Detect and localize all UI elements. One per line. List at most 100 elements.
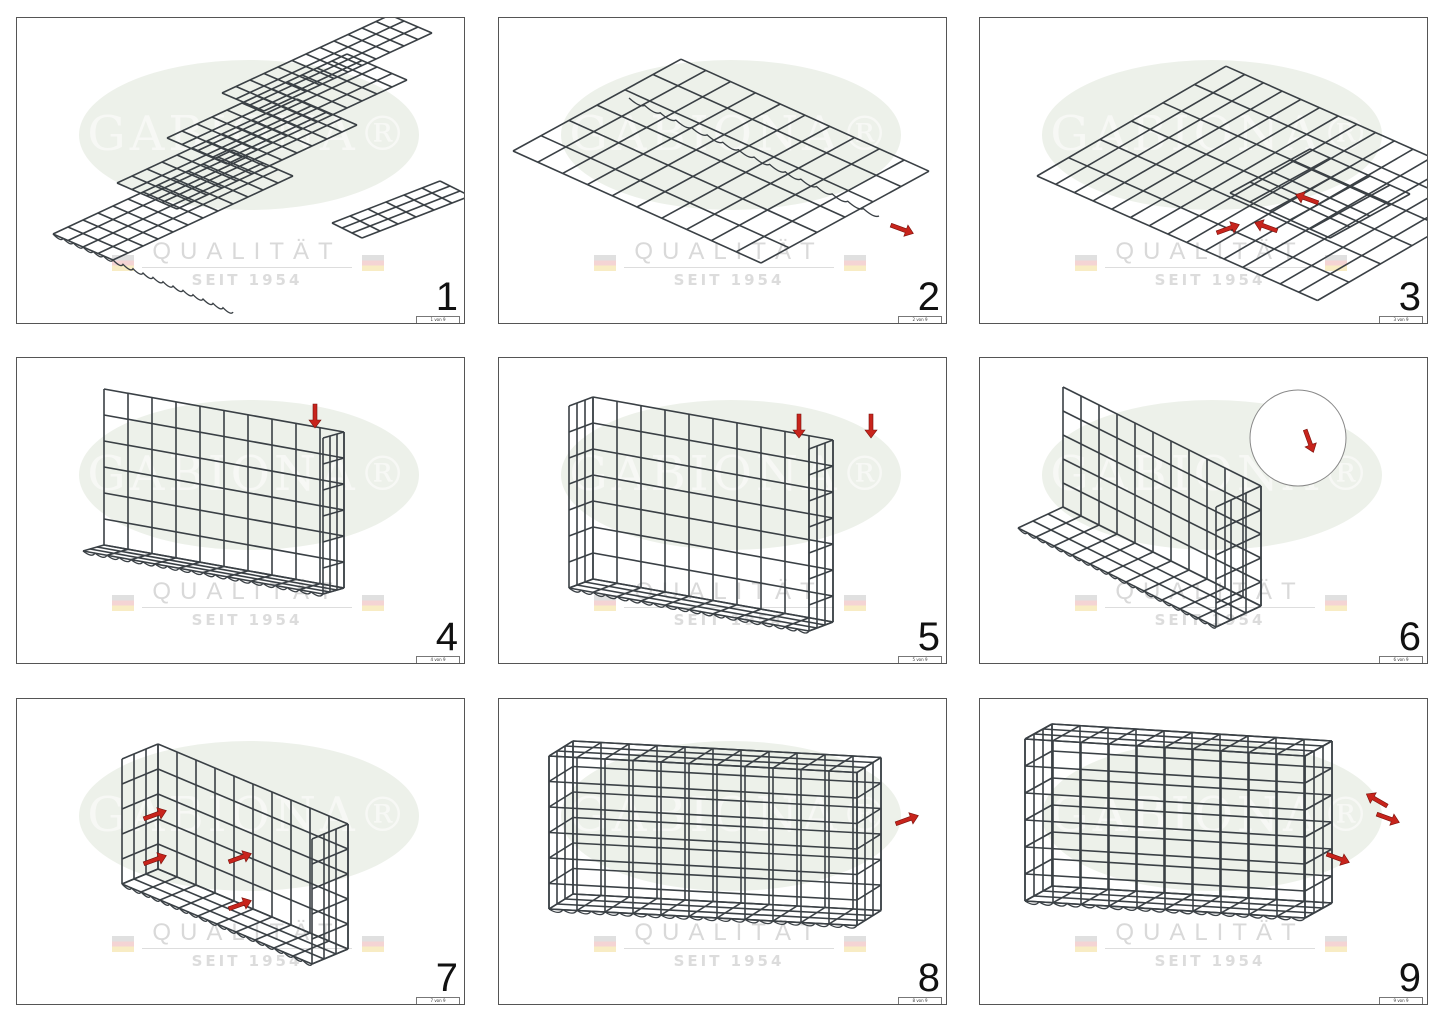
- mesh-wire: [568, 396, 594, 407]
- step-panel-8: GABIONA® QUALITÄT SEIT 1954 8 8 von 9: [498, 698, 947, 1005]
- step-number: 8: [917, 956, 940, 1000]
- mesh-wire: [735, 159, 905, 253]
- mesh-wire: [121, 793, 159, 810]
- mesh-wire: [711, 148, 880, 242]
- red-arrow-icon: [1215, 221, 1240, 236]
- mesh-wire: [1035, 515, 1082, 538]
- mesh-wire: [341, 185, 451, 229]
- mesh-wire: [1068, 156, 1350, 283]
- mesh-wire: [592, 500, 834, 545]
- mesh-wire: [319, 46, 363, 67]
- mesh-wire: [121, 843, 159, 860]
- mesh-wire: [1024, 738, 1306, 757]
- mesh-wire: [592, 422, 834, 467]
- gabion-drawing: [1036, 65, 1427, 302]
- mesh-wire: [367, 208, 399, 225]
- mesh-wire: [1215, 509, 1262, 532]
- mesh-wire: [572, 791, 882, 810]
- mesh-wire: [403, 194, 435, 211]
- page-indicator: 9 von 9: [1379, 997, 1423, 1004]
- mesh-wire: [1276, 900, 1305, 917]
- mesh-wire: [640, 591, 666, 602]
- watermark-brand: GABIONA®: [87, 787, 411, 843]
- mesh-wire: [311, 848, 349, 865]
- mesh-wire: [311, 898, 349, 915]
- mesh-wire: [548, 831, 858, 850]
- mesh-wire: [89, 548, 331, 593]
- mesh-wire: [1229, 148, 1311, 194]
- mesh-wire: [716, 902, 742, 919]
- mesh-wire: [1024, 804, 1053, 821]
- mesh-wire: [611, 103, 781, 197]
- step-panel-5: GABIONA® QUALITÄT SEIT 1954 5 5 von 9: [498, 357, 947, 664]
- mesh-wire: [1136, 892, 1165, 909]
- mesh-wire: [808, 621, 834, 632]
- mesh-wire: [1242, 159, 1427, 268]
- mesh-wire: [1131, 120, 1413, 247]
- mesh-wire: [157, 843, 349, 925]
- mesh-wire: [322, 457, 345, 465]
- step-number: 9: [1398, 956, 1421, 1000]
- mesh-wire: [548, 806, 858, 825]
- watermark-since: SEIT 1954: [191, 952, 303, 970]
- mesh-wire: [322, 483, 345, 491]
- mesh-wire: [361, 197, 464, 239]
- mesh-wire: [196, 66, 378, 152]
- mesh-wire: [235, 85, 279, 106]
- mesh-wire: [202, 565, 225, 574]
- mesh-wire: [1051, 777, 1333, 796]
- step-panel-3: GABIONA® QUALITÄT SEIT 1954 3 3 von 9: [979, 17, 1428, 324]
- mesh-wire: [716, 749, 742, 766]
- mesh-wire: [154, 557, 177, 565]
- mesh-wire: [277, 66, 321, 86]
- mesh-wire: [178, 892, 216, 909]
- mesh-wire: [103, 388, 345, 433]
- mesh-wire: [564, 745, 874, 764]
- spiral-binder: [568, 587, 810, 634]
- mesh-wire: [664, 595, 690, 606]
- flag-icon: [594, 255, 616, 271]
- red-arrow-icon: [142, 852, 167, 867]
- watermark-divider: [1105, 948, 1315, 949]
- step-panel-2: GABIONA® QUALITÄT SEIT 1954 2 2 von 9: [498, 17, 947, 324]
- mesh-wire: [1024, 723, 1053, 740]
- mesh-wire: [1249, 157, 1331, 203]
- mesh-wire: [1051, 831, 1333, 850]
- mesh-wire: [1215, 605, 1262, 628]
- mesh-wire: [375, 20, 419, 41]
- step-panel-6: GABIONA® QUALITÄT SEIT 1954 6 6 von 9: [979, 357, 1428, 664]
- gabion-drawing: [1024, 723, 1400, 922]
- mesh-wire: [572, 842, 882, 861]
- mesh-wire: [1024, 750, 1053, 767]
- mesh-wire: [226, 570, 249, 578]
- mesh-wire: [235, 20, 405, 100]
- mesh-wire: [1024, 765, 1306, 784]
- red-arrow-icon: [1365, 792, 1389, 809]
- mesh-wire: [592, 582, 618, 594]
- flag-icon: [844, 595, 866, 611]
- page-indicator: 7 von 9: [416, 997, 460, 1004]
- step-number: 7: [435, 956, 458, 1000]
- watermark-divider: [142, 267, 352, 268]
- page-indicator: 8 von 9: [898, 997, 942, 1004]
- mesh-wire: [828, 908, 854, 925]
- watermark-since: SEIT 1954: [191, 271, 303, 289]
- gabion-drawing: [512, 58, 930, 264]
- mesh-wire: [249, 26, 419, 106]
- mesh-wire: [568, 552, 594, 563]
- watermark-divider: [142, 607, 352, 608]
- mesh-wire: [291, 59, 335, 80]
- spiral-binder: [52, 233, 234, 314]
- watermark-divider: [1105, 267, 1315, 268]
- mesh-wire: [82, 162, 264, 248]
- mesh-wire: [636, 114, 806, 208]
- mesh-wire: [660, 899, 686, 916]
- mesh-wire: [1249, 181, 1351, 228]
- watermark-quality: QUALITÄT: [152, 238, 342, 265]
- mesh-wire: [103, 440, 345, 485]
- mesh-wire: [1073, 82, 1264, 194]
- mesh-wire: [556, 903, 866, 922]
- mesh-wire: [808, 517, 834, 528]
- mesh-wire: [736, 608, 762, 619]
- mesh-wire: [221, 92, 265, 112]
